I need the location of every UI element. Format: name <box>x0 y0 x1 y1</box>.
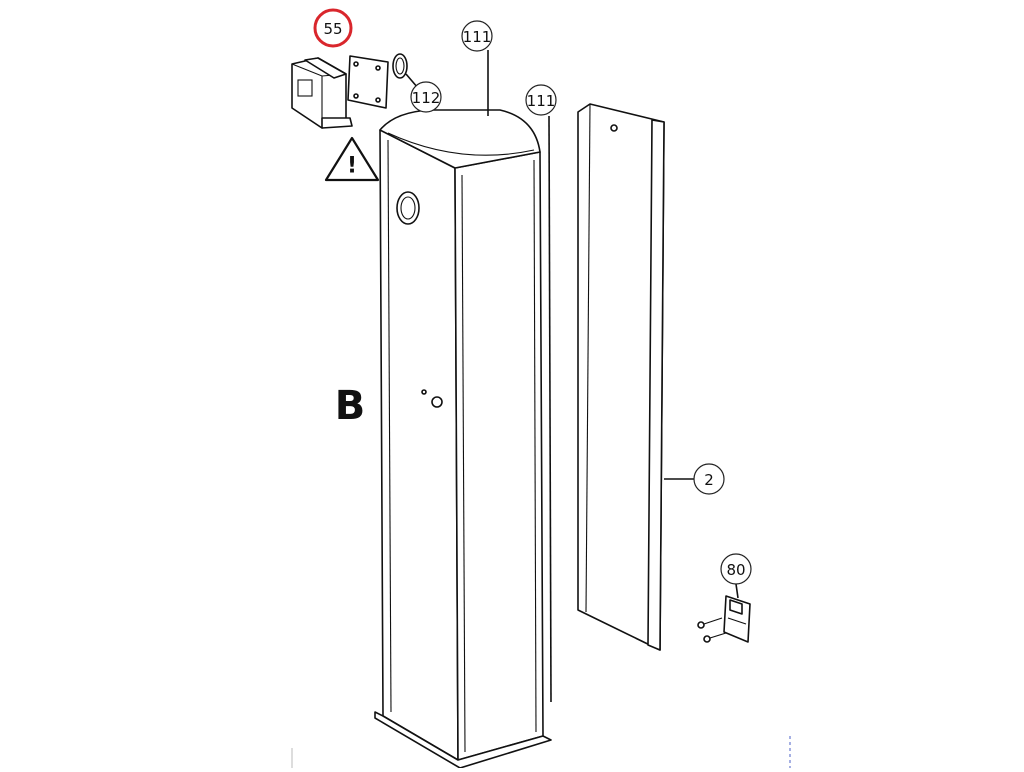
callout-80-label: 80 <box>726 561 745 579</box>
callout-2: 2 <box>693 463 725 495</box>
callout-55-circle <box>313 8 353 48</box>
callout-111-b: 111 <box>525 84 557 116</box>
screw <box>703 635 711 643</box>
callout-112: 112 <box>410 81 442 113</box>
callout-111-b-label: 111 <box>527 92 556 110</box>
callout-112-label: 112 <box>412 89 441 107</box>
panel-screw-hole <box>610 124 618 132</box>
callout-55: 55 <box>313 8 353 48</box>
section-letter: B <box>335 383 366 429</box>
leader-111-b <box>548 115 552 703</box>
lock-hole <box>431 396 443 408</box>
warning-exclamation: ! <box>347 154 357 179</box>
screw <box>697 621 705 629</box>
callout-55-label: 55 <box>323 20 342 38</box>
mounting-clip <box>697 595 751 643</box>
warning-triangle: ! <box>324 136 380 182</box>
callout-2-label: 2 <box>704 471 714 489</box>
leader-80 <box>735 583 739 599</box>
callout-111-a: 111 <box>461 20 493 52</box>
bracket-assembly <box>291 53 408 129</box>
main-column <box>374 109 552 769</box>
callout-111-a-label: 111 <box>463 28 492 46</box>
cable-hole <box>396 191 420 225</box>
washer-ring <box>392 53 408 79</box>
callout-80: 80 <box>720 553 752 585</box>
side-cover-panel <box>577 103 665 651</box>
